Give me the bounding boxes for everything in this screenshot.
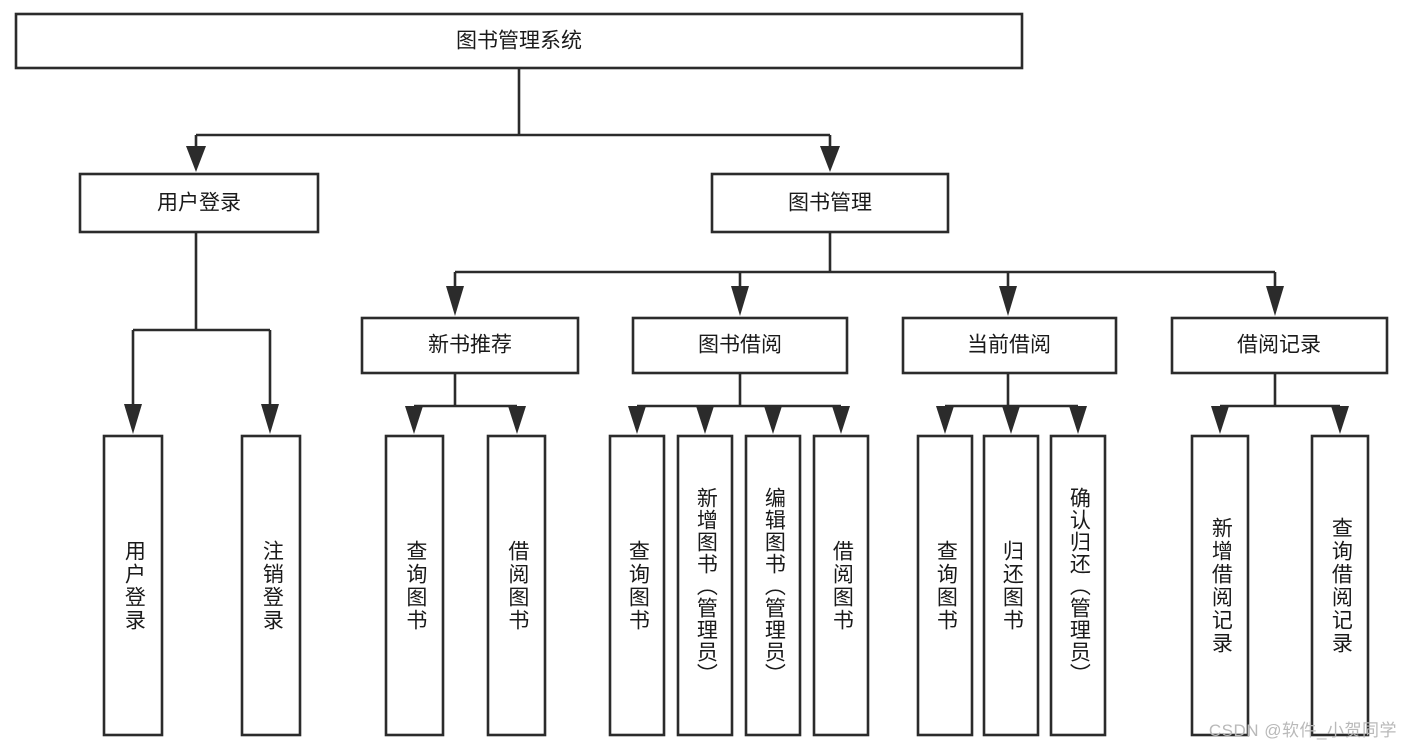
- arrow-head-leaf-add-book: [696, 406, 714, 434]
- arrow-head-leaf-user-logout: [261, 404, 279, 434]
- node-book-management[interactable]: 图书管理: [710, 172, 950, 234]
- arrow-head-leaf-borrow-book-1: [508, 406, 526, 434]
- arrow-head-leaf-user-login: [124, 404, 142, 434]
- node-user-login[interactable]: 用户登录: [78, 172, 320, 234]
- connector-group-root: [186, 68, 840, 172]
- node-leaf-confirm-return-rect[interactable]: [1049, 434, 1107, 737]
- node-book-borrow-label: 图书借阅: [698, 334, 782, 357]
- node-borrow-record-label: 借阅记录: [1237, 334, 1321, 357]
- node-leaf-add-record-rect[interactable]: [1190, 434, 1250, 737]
- node-book-borrow-rect[interactable]: [631, 316, 849, 375]
- arrow-head-leaf-query-book-2: [628, 406, 646, 434]
- arrow-head-leaf-query-record: [1331, 406, 1349, 434]
- csdn-watermark: CSDN @软件_小贺同学: [1208, 721, 1397, 740]
- node-new-book-recommend-rect[interactable]: [360, 316, 580, 375]
- arrow-head-leaf-borrow-book-2: [832, 406, 850, 434]
- node-leaf-edit-book-rect[interactable]: [744, 434, 802, 737]
- arrow-head-leaf-add-record: [1211, 406, 1229, 434]
- node-root[interactable]: 图书管理系统: [14, 12, 1024, 70]
- node-leaf-query-book-1-rect[interactable]: [384, 434, 445, 737]
- arrow-head-book-management: [820, 146, 840, 172]
- connector-group-current-borrow: [936, 373, 1087, 434]
- node-book-management-rect[interactable]: [710, 172, 950, 234]
- node-new-book-recommend[interactable]: 新书推荐: [360, 316, 580, 375]
- node-borrow-record[interactable]: 借阅记录: [1170, 316, 1389, 375]
- connector-group-book-management: [446, 232, 1284, 316]
- arrow-head-leaf-edit-book: [764, 406, 782, 434]
- arrow-head-leaf-query-book-1: [405, 406, 423, 434]
- arrow-head-current-borrow: [999, 286, 1017, 316]
- arrow-head-new-book-recommend: [446, 286, 464, 316]
- arrow-head-borrow-record: [1266, 286, 1284, 316]
- connector-group-new-book-recommend: [405, 373, 526, 434]
- node-leaf-borrow-book-1-rect[interactable]: [486, 434, 547, 737]
- arrow-head-leaf-query-book-3: [936, 406, 954, 434]
- node-user-login-label: 用户登录: [157, 192, 241, 215]
- node-leaf-query-record-rect[interactable]: [1310, 434, 1370, 737]
- arrow-head-book-borrow: [731, 286, 749, 316]
- node-borrow-record-rect[interactable]: [1170, 316, 1389, 375]
- connector-group-borrow-record: [1211, 373, 1349, 434]
- node-current-borrow-label: 当前借阅: [967, 334, 1051, 357]
- node-leaf-add-book-rect[interactable]: [676, 434, 734, 737]
- node-leaf-query-book-3-rect[interactable]: [916, 434, 974, 737]
- node-leaf-user-logout-rect[interactable]: [240, 434, 302, 737]
- node-root-label: 图书管理系统: [456, 30, 582, 53]
- node-root-rect[interactable]: [14, 12, 1024, 70]
- node-book-management-label: 图书管理: [788, 192, 872, 215]
- node-leaf-borrow-book-2-rect[interactable]: [812, 434, 870, 737]
- arrow-head-user-login: [186, 146, 206, 172]
- node-current-borrow-rect[interactable]: [901, 316, 1118, 375]
- node-user-login-rect[interactable]: [78, 172, 320, 234]
- arrow-head-leaf-return-book: [1002, 406, 1020, 434]
- node-book-borrow[interactable]: 图书借阅: [631, 316, 849, 375]
- node-current-borrow[interactable]: 当前借阅: [901, 316, 1118, 375]
- node-leaf-user-login-rect[interactable]: [102, 434, 164, 737]
- arrow-head-leaf-confirm-return: [1069, 406, 1087, 434]
- connector-group-book-borrow: [628, 373, 850, 434]
- connector-group-user-login: [124, 232, 279, 434]
- node-new-book-recommend-label: 新书推荐: [428, 334, 512, 357]
- node-leaf-query-book-2-rect[interactable]: [608, 434, 666, 737]
- node-leaf-return-book-rect[interactable]: [982, 434, 1040, 737]
